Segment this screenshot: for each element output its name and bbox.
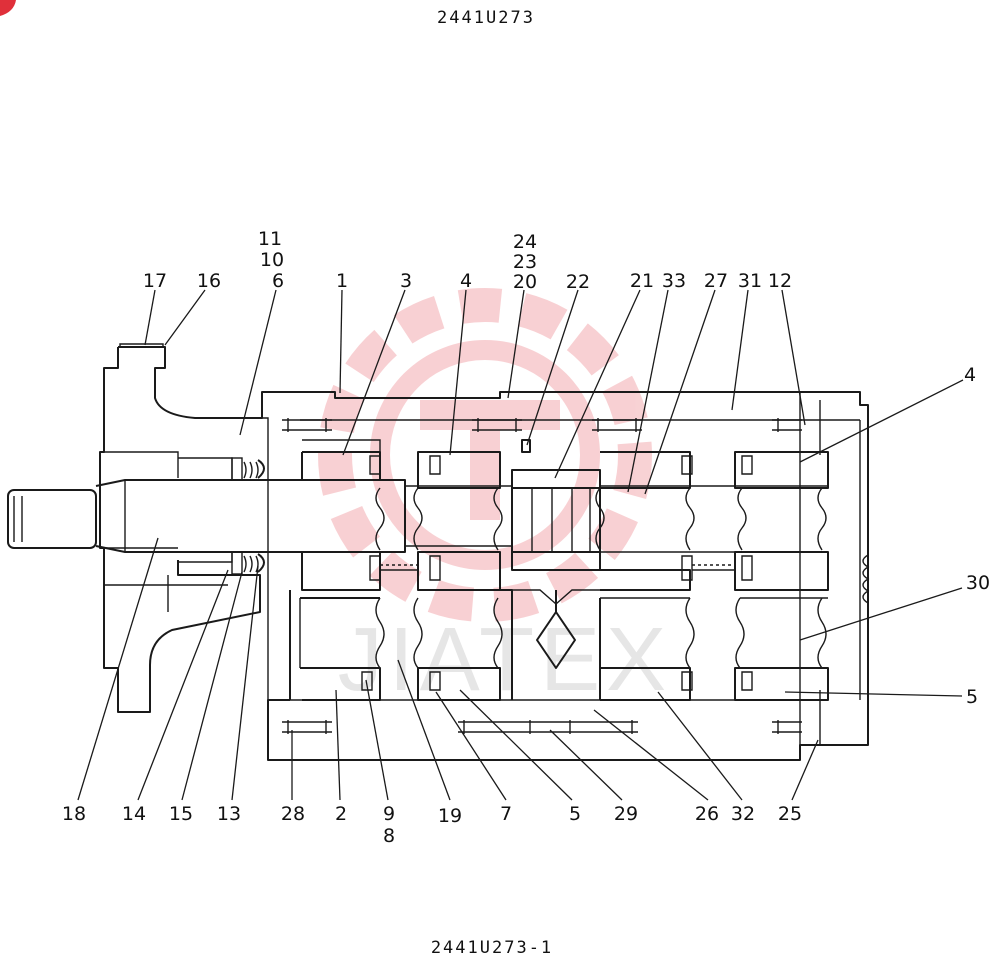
label-4-top: 4 [460, 270, 472, 292]
label-22: 22 [566, 271, 590, 293]
label-18: 18 [62, 803, 86, 825]
label-33: 33 [662, 270, 686, 292]
label-10: 10 [260, 249, 284, 271]
label-15: 15 [169, 803, 193, 825]
bolts [282, 418, 802, 734]
middle-plate-row [301, 551, 829, 591]
label-20: 20 [513, 271, 537, 293]
center-coupling [511, 439, 601, 571]
label-3: 3 [400, 270, 412, 292]
label-29: 29 [614, 803, 638, 825]
label-5-right: 5 [966, 686, 978, 708]
watermark-text: JIATEX [338, 610, 672, 710]
upper-gear-row [300, 419, 860, 489]
label-1: 1 [336, 270, 348, 292]
bottom-plate-row [290, 667, 829, 701]
drawing-number: 2441U273 [437, 8, 535, 28]
leader-lines [77, 289, 964, 801]
label-25: 25 [778, 803, 802, 825]
pump-body [267, 391, 870, 761]
part-labels: 17 16 11 10 6 1 3 4 24 23 20 22 21 33 27… [62, 228, 990, 847]
drawing-number-bottom: 2441U273-1 [431, 938, 553, 958]
corner-mark [0, 0, 16, 16]
label-26: 26 [695, 803, 719, 825]
label-16: 16 [197, 270, 221, 292]
drive-shaft [7, 479, 512, 553]
label-11: 11 [258, 228, 282, 250]
label-2: 2 [335, 803, 347, 825]
label-23: 23 [513, 251, 537, 273]
label-17: 17 [143, 270, 167, 292]
label-32: 32 [731, 803, 755, 825]
label-5-bottom: 5 [569, 803, 581, 825]
label-9: 9 [383, 803, 395, 825]
label-8: 8 [383, 825, 395, 847]
label-12: 12 [768, 270, 792, 292]
label-4-right: 4 [964, 364, 976, 386]
label-13: 13 [217, 803, 241, 825]
front-flange [99, 343, 272, 713]
label-14: 14 [122, 803, 146, 825]
label-28: 28 [281, 803, 305, 825]
label-7: 7 [500, 803, 512, 825]
label-31: 31 [738, 270, 762, 292]
label-24: 24 [513, 231, 537, 253]
shaft-seals [178, 457, 265, 575]
label-6: 6 [272, 270, 284, 292]
label-19: 19 [438, 805, 462, 827]
label-21: 21 [630, 270, 654, 292]
label-27: 27 [704, 270, 728, 292]
label-30: 30 [966, 572, 990, 594]
